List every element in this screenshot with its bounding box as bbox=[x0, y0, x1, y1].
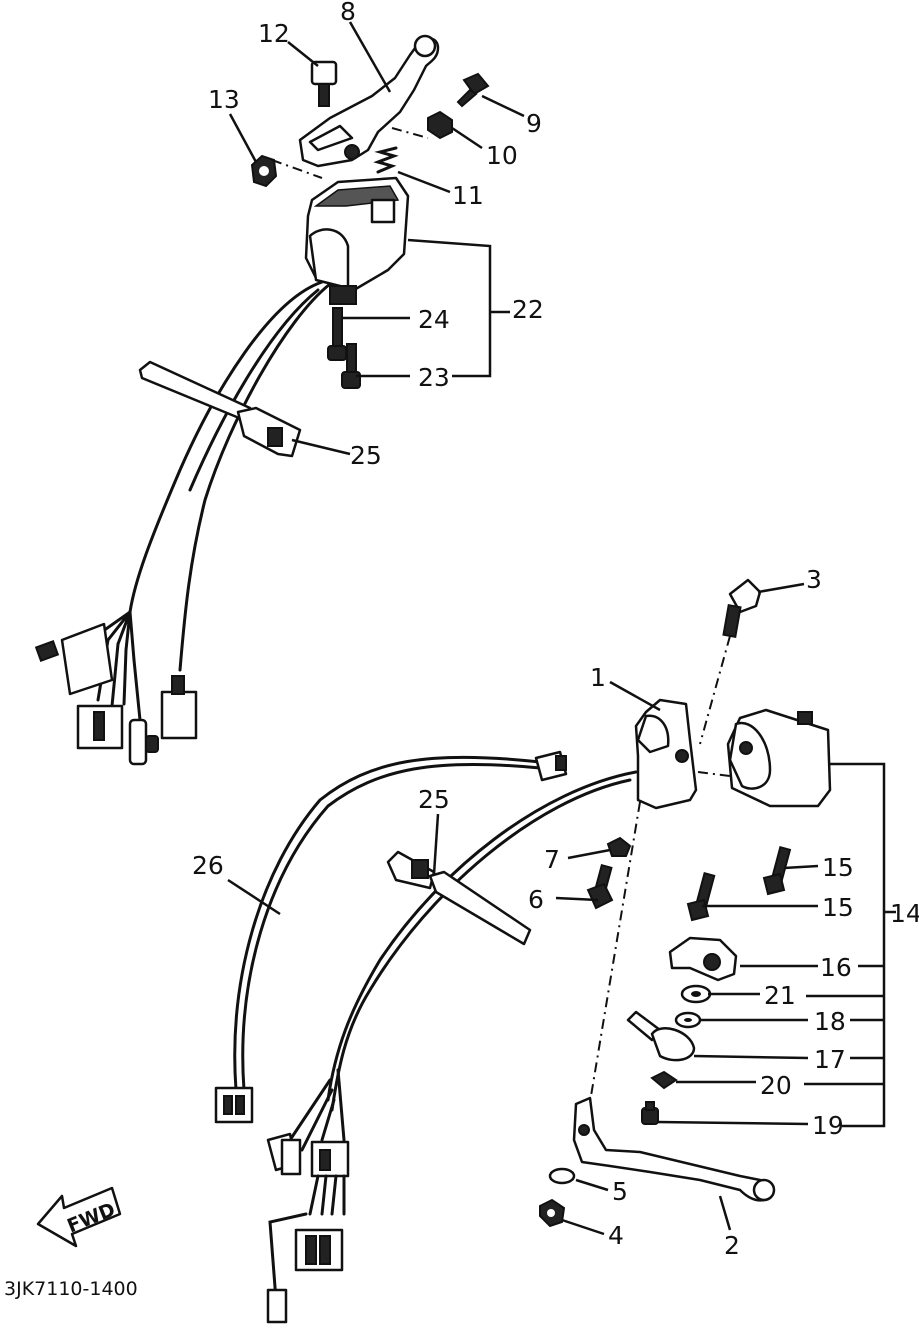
callout-23: 23 bbox=[418, 363, 450, 392]
knob-part-17 bbox=[626, 1010, 696, 1062]
switch-housing-part-22 bbox=[304, 176, 410, 305]
pivot-bolt-part-12 bbox=[310, 60, 338, 107]
callout-15-a: 15 bbox=[822, 853, 854, 882]
callout-12: 12 bbox=[258, 19, 290, 48]
cable-tie-part-25-upper bbox=[138, 360, 302, 458]
washer-part-20 bbox=[650, 1070, 678, 1090]
callout-3: 3 bbox=[806, 565, 822, 594]
callout-21: 21 bbox=[764, 981, 796, 1010]
screw-part-23 bbox=[341, 343, 361, 389]
washer-part-18 bbox=[674, 1011, 702, 1029]
screw-part-15-a bbox=[762, 846, 792, 896]
callout-24: 24 bbox=[418, 305, 450, 334]
callout-25-upper: 25 bbox=[350, 441, 382, 470]
callout-14: 14 bbox=[890, 899, 919, 928]
callout-8: 8 bbox=[340, 0, 356, 26]
nut-part-13 bbox=[250, 154, 278, 188]
callout-18: 18 bbox=[814, 1007, 846, 1036]
bolt-part-3 bbox=[722, 578, 762, 638]
lever-holder-part-1 bbox=[634, 698, 698, 810]
callout-13: 13 bbox=[208, 85, 240, 114]
brake-lever-part-2 bbox=[572, 1096, 776, 1202]
forward-arrow-icon bbox=[36, 1186, 122, 1248]
callout-6: 6 bbox=[528, 885, 544, 914]
lower-wire-harness bbox=[266, 770, 638, 1324]
callout-10: 10 bbox=[486, 141, 518, 170]
screw-part-19 bbox=[641, 1101, 659, 1125]
callout-19: 19 bbox=[812, 1111, 844, 1140]
washer-part-21 bbox=[680, 984, 712, 1004]
callout-25-lower: 25 bbox=[418, 785, 450, 814]
switch-housing-part-14 bbox=[726, 708, 832, 808]
screw-part-24 bbox=[327, 307, 347, 361]
screw-part-15-b bbox=[686, 872, 716, 922]
switch-part-16 bbox=[668, 936, 738, 982]
washer-part-5 bbox=[548, 1167, 576, 1185]
callout-1: 1 bbox=[590, 663, 606, 692]
spring-part-11 bbox=[373, 146, 399, 174]
upper-wire-harness bbox=[34, 280, 332, 766]
callout-26: 26 bbox=[192, 851, 224, 880]
nut-part-7 bbox=[606, 836, 632, 857]
callout-5: 5 bbox=[612, 1177, 628, 1206]
callout-20: 20 bbox=[760, 1071, 792, 1100]
callout-4: 4 bbox=[608, 1221, 624, 1250]
callout-11: 11 bbox=[452, 181, 484, 210]
callout-9: 9 bbox=[526, 109, 542, 138]
bolt-part-6 bbox=[586, 863, 614, 910]
bolt-part-9 bbox=[456, 72, 490, 108]
callout-7: 7 bbox=[544, 845, 560, 874]
cable-part-26 bbox=[214, 750, 568, 1124]
callout-22: 22 bbox=[512, 295, 544, 324]
callout-15-b: 15 bbox=[822, 893, 854, 922]
callout-2: 2 bbox=[724, 1231, 740, 1260]
leader-lines bbox=[227, 21, 896, 1236]
clutch-lever-part-8 bbox=[298, 34, 440, 168]
nut-part-10 bbox=[427, 110, 453, 140]
callout-16: 16 bbox=[820, 953, 852, 982]
callout-17: 17 bbox=[814, 1045, 846, 1074]
drawing-code: 3JK7110-1400 bbox=[4, 1278, 138, 1300]
cable-tie-part-25-lower bbox=[386, 850, 532, 946]
nut-part-4 bbox=[539, 1198, 566, 1228]
